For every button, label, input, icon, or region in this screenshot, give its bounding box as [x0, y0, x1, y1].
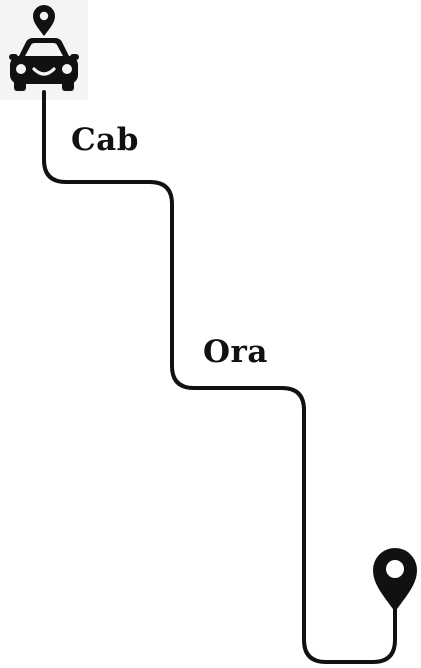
car-with-pin-icon	[9, 5, 79, 91]
route-label-cab: Cab	[71, 122, 139, 158]
start-pin-icon	[33, 5, 55, 36]
destination-pin-icon	[373, 548, 417, 612]
car-icon	[9, 38, 79, 91]
route-path	[42, 90, 397, 664]
route-label-ora: Ora	[203, 334, 268, 370]
